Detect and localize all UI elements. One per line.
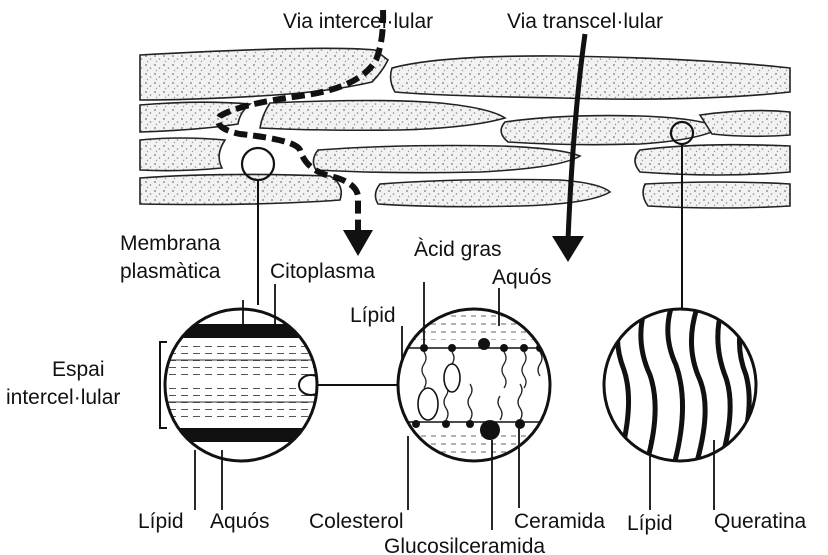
label-citoplasma: Citoplasma [270, 260, 375, 283]
label-intercellular: intercel·lular [6, 386, 120, 409]
label-lipid-left: Lípid [138, 510, 184, 533]
corneocyte-10 [140, 174, 341, 204]
transcellular-arrow-head [552, 236, 584, 262]
label-colesterol: Colesterol [309, 510, 404, 533]
label-glucosilceramida: Glucosilceramida [384, 535, 545, 555]
label-espai: Espai [52, 358, 105, 381]
corneocyte-12 [643, 182, 790, 208]
label-aquos-top: Aquós [492, 266, 552, 289]
corneocyte-3 [140, 102, 250, 132]
corneocyte-5 [501, 116, 720, 145]
corneocyte-6 [700, 111, 790, 137]
label-lipid-mid: Lípid [350, 304, 396, 327]
intercellular-arrow-head [343, 230, 373, 256]
label-via-intercellular: Via intercel·lular [283, 10, 433, 33]
lipid-bilayer-zoom [395, 300, 555, 470]
label-lipid-right: Lípid [627, 512, 673, 535]
label-queratina: Queratina [714, 510, 807, 533]
corneocyte-9 [635, 145, 790, 175]
corneocyte-2 [391, 56, 790, 99]
corneocyte-11 [375, 180, 610, 207]
label-aquos-left: Aquós [210, 510, 270, 533]
label-ceramida: Ceramida [514, 510, 605, 533]
keratin-zoom [600, 305, 760, 465]
label-via-transcellular: Via transcel·lular [507, 10, 663, 33]
corneocyte-1 [140, 48, 388, 100]
corneocyte-8 [313, 146, 580, 173]
label-plasmatica: plasmàtica [120, 260, 221, 283]
corneocyte-4 [260, 101, 505, 131]
label-membrana: Membrana [120, 232, 221, 255]
label-acid-gras: Àcid gras [414, 238, 502, 261]
corneocyte-7 [140, 138, 225, 171]
